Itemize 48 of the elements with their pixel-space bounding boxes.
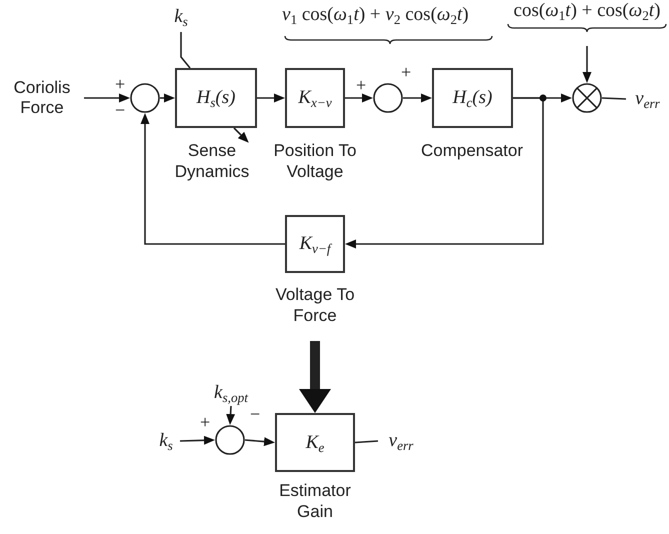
block-caption: Estimator Gain	[278, 480, 352, 522]
arrow	[140, 113, 285, 245]
signal-line	[180, 32, 191, 68]
sign-label: −	[115, 100, 126, 121]
arrow	[257, 94, 285, 102]
arrow	[180, 436, 215, 445]
block-box	[275, 413, 355, 472]
multiplier-junction	[572, 83, 602, 113]
block-label: K$_{e}$	[306, 432, 324, 454]
arrow	[403, 94, 432, 102]
block-box	[285, 68, 345, 128]
signal-label: k$_{s}$	[159, 430, 173, 452]
arrow	[244, 437, 275, 446]
block-caption: Voltage To Force	[274, 284, 356, 326]
block-box	[285, 215, 345, 273]
arrow	[160, 94, 175, 102]
signal-line	[354, 440, 378, 444]
summing-junction	[130, 83, 160, 113]
summing-junction	[215, 425, 245, 455]
sign-label: +	[401, 62, 412, 83]
block-label: K$_{v−f}$	[299, 233, 331, 255]
signal-label: v$_{1}$ cos(ω$_{1}$t) + v$_{2}$ cos(ω$_{2}$t)	[282, 4, 469, 26]
sign-label: +	[356, 75, 366, 96]
summing-junction	[373, 83, 403, 113]
arrow	[226, 406, 236, 425]
thick-arrow	[299, 341, 331, 413]
sign-label: +	[115, 74, 126, 95]
arrow	[582, 46, 592, 83]
signal-label: v$_{err}$	[388, 430, 414, 452]
block-caption: Sense Dynamics	[174, 140, 250, 182]
arrow	[345, 97, 544, 248]
block-caption: Compensator	[420, 140, 524, 162]
arrow	[345, 94, 373, 102]
block-label: K$_{x−v}$	[298, 87, 332, 109]
block-box	[432, 68, 513, 128]
signal-line	[602, 97, 626, 100]
signal-label: cos(ω$_{1}$t) + cos(ω$_{2}$t)	[514, 0, 660, 22]
block-caption: Position To Voltage	[272, 140, 358, 182]
block-box	[175, 68, 257, 128]
signal-label: k$_{s,opt}$	[214, 382, 248, 404]
signal-label: Coriolis Force	[12, 78, 72, 118]
signal-label: v$_{err}$	[635, 88, 660, 110]
block-label: H$_{c}$(s)	[452, 87, 492, 109]
signal-label: k$_{s}$	[174, 6, 188, 28]
block-label: H$_{s}$(s)	[196, 87, 236, 109]
sign-label: −	[250, 404, 260, 425]
arrow	[84, 94, 130, 102]
sign-label: +	[200, 412, 210, 433]
